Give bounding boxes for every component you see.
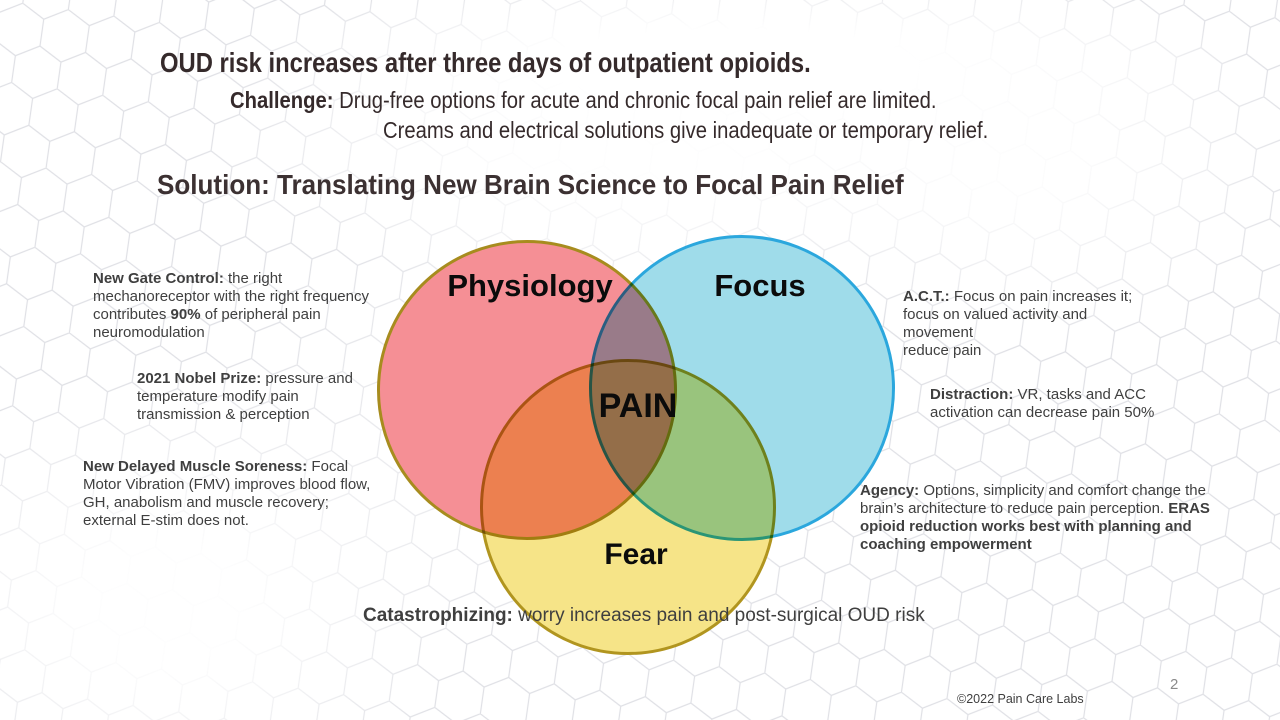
challenge-label: Challenge: [230,87,334,113]
note-catastrophizing: Catastrophizing: worry increases pain an… [363,604,925,627]
copyright-footer: ©2022 Pain Care Labs [957,692,1084,706]
solution-title-text: Solution: Translating New Brain Science … [157,169,904,200]
note-agency-lead: Agency: [860,482,920,499]
note-new-gate-control-bold: 90% [170,306,201,323]
note-act: A.C.T.: Focus on pain increases it; focu… [903,270,1171,360]
note-muscle-soreness-lead: New Delayed Muscle Soreness: [83,458,308,475]
challenge-text-2: Creams and electrical solutions give ina… [383,117,989,143]
note-distraction-lead: Distraction: [930,386,1014,403]
solution-title: Solution: Translating New Brain Science … [157,169,960,201]
note-act-lead: A.C.T.: [903,288,950,305]
note-agency: Agency: Options, simplicity and comfort … [860,482,1212,554]
physiology-label: Physiology [447,268,613,303]
challenge-line: Challenge: Drug-free options for acute a… [230,87,1033,114]
focus-label: Focus [714,268,806,303]
note-new-gate-control: New Gate Control: the right mechanorecep… [93,270,395,342]
note-nobel-prize: 2021 Nobel Prize: pressure and temperatu… [137,370,373,424]
note-new-gate-control-lead: New Gate Control: [93,270,224,287]
slide-title-text: OUD risk increases after three days of o… [160,47,811,78]
note-catastrophizing-lead: Catastrophizing: [363,605,513,626]
challenge-line-2: Creams and electrical solutions give ina… [383,117,1071,144]
pain-center-label: PAIN [598,387,678,425]
note-catastrophizing-text: worry increases pain and post-surgical O… [512,605,925,626]
slide-title: OUD risk increases after three days of o… [160,47,926,79]
challenge-text: Drug-free options for acute and chronic … [333,87,937,113]
fear-label: Fear [604,538,668,571]
note-muscle-soreness: New Delayed Muscle Soreness: Focal Motor… [83,458,385,530]
note-distraction: Distraction: VR, tasks and ACC activatio… [930,386,1182,422]
page-number: 2 [1170,676,1179,693]
note-nobel-prize-lead: 2021 Nobel Prize: [137,370,262,387]
